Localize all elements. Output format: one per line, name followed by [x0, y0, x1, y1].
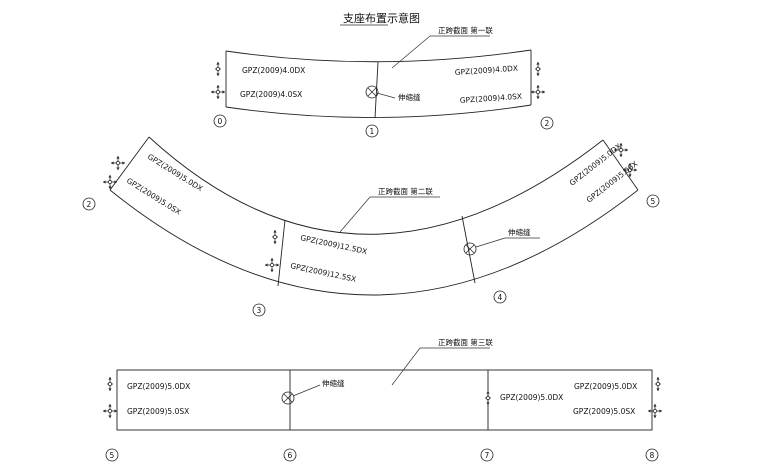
axis-marker: 2 [540, 116, 554, 130]
bearing-icon [214, 61, 222, 77]
bearing-icon [110, 155, 126, 171]
span-1-joint-symbol [365, 85, 379, 99]
bearing-icon [271, 229, 279, 245]
span-1-top-edge [225, 49, 532, 63]
svg-text:5: 5 [110, 451, 115, 460]
bearing-label: GPZ(2009)5.0SX [573, 407, 635, 416]
axis-marker: 5 [646, 194, 660, 208]
span-2-label-leader [339, 196, 371, 233]
span-2-right-end [602, 139, 639, 191]
bearing-icon [102, 174, 118, 190]
span-1-label: 正跨截面 第一联 [438, 25, 493, 35]
span-3-label-leader [391, 347, 421, 386]
span-2-joint-label: 伸缩缝 [508, 227, 531, 237]
svg-text:2: 2 [87, 200, 92, 209]
span-2-joint-line [461, 215, 476, 284]
svg-text:2: 2 [545, 119, 550, 128]
bearing-icon [102, 403, 118, 419]
svg-text:0: 0 [218, 117, 223, 126]
drawing-title: 支座布置示意图 [343, 11, 420, 25]
axis-marker: 2 [82, 197, 96, 211]
bearing-label: GPZ(2009)5.0SX [125, 176, 183, 217]
span-1-joint-leader [376, 92, 396, 99]
svg-text:4: 4 [498, 293, 503, 302]
bearing-icon [106, 376, 114, 392]
bearing-label: GPZ(2009)12.5DX [300, 233, 368, 256]
svg-text:7: 7 [485, 451, 490, 460]
svg-text:5: 5 [651, 197, 656, 206]
span-1-joint-label: 伸缩缝 [398, 92, 421, 102]
bearing-icon [654, 376, 662, 392]
axis-marker: 6 [283, 448, 297, 462]
span-3-outline [116, 369, 653, 431]
svg-text:8: 8 [650, 451, 655, 460]
bearing-icon [210, 84, 226, 100]
span-1-bottom-edge [225, 104, 532, 118]
svg-text:1: 1 [370, 127, 375, 136]
span-3: 伸缩缝 正跨截面 第三联 GPZ(2009)5.0DX GPZ(2009)5.0… [102, 337, 663, 462]
axis-marker: 3 [252, 303, 266, 317]
bearing-icon [484, 390, 492, 406]
bearing-label: GPZ(2009)4.0DX [455, 64, 519, 77]
span-1-label-leader [391, 35, 431, 69]
bearing-icon [264, 257, 280, 273]
bearing-icon [647, 403, 663, 419]
axis-marker: 8 [645, 448, 659, 462]
bearing-label: GPZ(2009)12.5SX [290, 261, 357, 284]
span-2-joint-leader [475, 237, 506, 248]
axis-marker: 7 [480, 448, 494, 462]
span-3-joint-leader [292, 384, 321, 397]
span-1: 伸缩缝 正跨截面 第一联 GPZ(2009)4.0DX GPZ(2009)4.0… [210, 25, 554, 138]
span-2: 伸缩缝 正跨截面 第二联 GPZ(2009)5.0DX GPZ(2009)5.0… [82, 136, 660, 317]
bearing-label: GPZ(2009)4.0SX [460, 92, 523, 105]
bearing-label: GPZ(2009)4.0DX [242, 66, 305, 75]
bearing-label: GPZ(2009)5.0SX [127, 407, 189, 416]
axis-marker: 0 [213, 114, 227, 128]
axis-marker: 5 [105, 448, 119, 462]
bearing-label: GPZ(2009)5.0DX [574, 382, 637, 391]
span-2-top-edge [148, 136, 604, 235]
bearing-icon [534, 61, 542, 77]
span-1-joint-line [374, 61, 379, 119]
axis-marker: 1 [365, 124, 379, 138]
svg-text:3: 3 [257, 306, 262, 315]
bearing-label: GPZ(2009)5.0DX [146, 152, 204, 193]
axis-marker: 4 [493, 290, 507, 304]
span-3-joint-symbol [281, 391, 295, 405]
bearing-icon [530, 84, 546, 100]
bearing-label: GPZ(2009)5.0DX [500, 393, 563, 402]
span-2-mid-line [277, 219, 286, 287]
span-2-bottom-edge [109, 189, 639, 296]
bearing-label: GPZ(2009)4.0SX [240, 90, 302, 99]
span-3-label: 正跨截面 第三联 [438, 337, 493, 347]
bearing-label: GPZ(2009)5.0DX [127, 382, 190, 391]
svg-text:6: 6 [288, 451, 293, 460]
span-2-left-end [109, 136, 150, 191]
span-2-joint-symbol [463, 242, 477, 256]
span-2-label: 正跨截面 第二联 [378, 186, 433, 196]
span-3-joint-label: 伸缩缝 [322, 378, 345, 388]
